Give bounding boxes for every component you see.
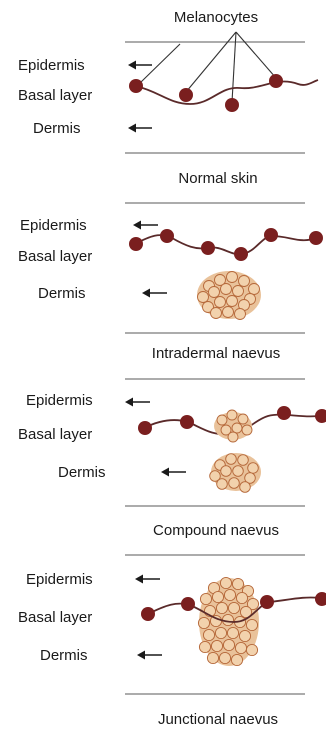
melanocyte <box>181 597 195 611</box>
melanocyte <box>315 592 326 606</box>
epidermis-label: Epidermis <box>20 217 87 234</box>
melanocyte-pointer <box>236 32 276 78</box>
melanocyte <box>129 79 143 93</box>
melanocyte <box>179 88 193 102</box>
melanocyte <box>315 409 326 423</box>
epidermis-label: Epidermis <box>26 392 93 409</box>
melanocyte <box>160 229 174 243</box>
arrow-icon <box>128 61 152 70</box>
basal-layer-label: Basal layer <box>18 609 92 626</box>
melanocyte <box>277 406 291 420</box>
melanocyte <box>225 98 239 112</box>
naevus-cell-cluster <box>210 453 261 492</box>
arrow-icon <box>128 124 152 133</box>
arrow-icon <box>133 221 158 230</box>
melanocytes-label: Melanocytes <box>174 9 258 26</box>
arrow-icon <box>161 468 186 477</box>
basal-layer-label: Basal layer <box>18 426 92 443</box>
caption-intradermal-naevus: Intradermal naevus <box>152 345 280 362</box>
panel-junctional-naevus: Epidermis Basal layer Dermis <box>18 571 326 728</box>
melanocyte-pointer <box>140 44 180 83</box>
epidermis-label: Epidermis <box>18 57 85 74</box>
caption-junctional-naevus: Junctional naevus <box>158 711 278 728</box>
melanocyte <box>201 241 215 255</box>
caption-normal-skin: Normal skin <box>178 170 257 187</box>
melanocyte <box>264 228 278 242</box>
melanocyte <box>180 415 194 429</box>
dermis-label: Dermis <box>58 464 106 481</box>
melanocyte <box>234 247 248 261</box>
melanocyte <box>138 421 152 435</box>
basal-layer-label: Basal layer <box>18 248 92 265</box>
naevus-cell-cluster <box>214 410 252 442</box>
melanocyte <box>269 74 283 88</box>
epidermis-label: Epidermis <box>26 571 93 588</box>
melanocyte <box>309 231 323 245</box>
melanocyte <box>141 607 155 621</box>
basal-layer-label: Basal layer <box>18 87 92 104</box>
dermis-label: Dermis <box>33 120 81 137</box>
arrow-icon <box>125 398 150 407</box>
dermis-label: Dermis <box>40 647 88 664</box>
panel-compound-naevus: Epidermis Basal layer Dermis <box>18 392 326 555</box>
panel-intradermal-naevus: Epidermis Basal layer Dermis <box>18 217 323 379</box>
naevus-cell-cluster <box>197 271 261 320</box>
caption-compound-naevus: Compound naevus <box>153 522 279 539</box>
panel-normal-skin: Melanocytes Epidermis Basal layer Dermis… <box>18 9 318 203</box>
melanocyte-pointer <box>186 32 236 92</box>
melanocyte <box>260 595 274 609</box>
arrow-icon <box>142 289 167 298</box>
arrow-icon <box>135 575 160 584</box>
arrow-icon <box>137 651 162 660</box>
dermis-label: Dermis <box>38 285 86 302</box>
melanocyte <box>129 237 143 251</box>
